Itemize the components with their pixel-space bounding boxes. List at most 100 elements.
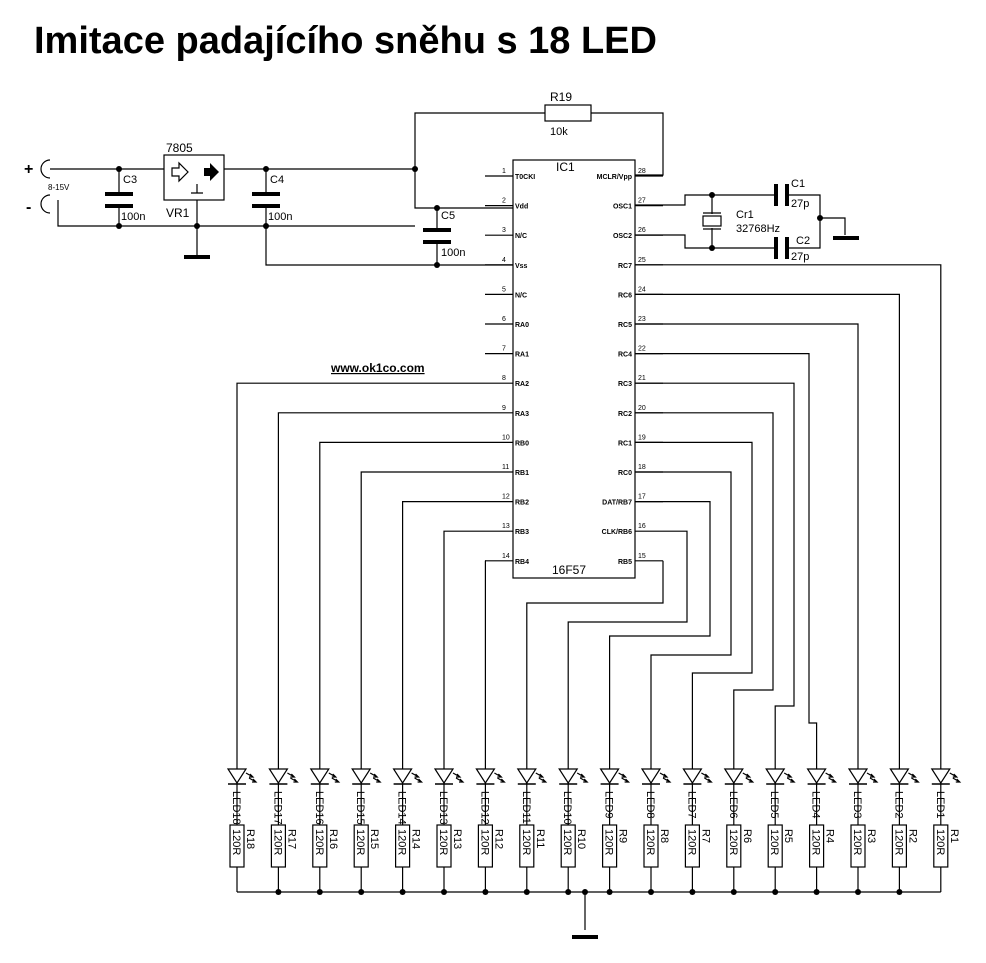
- led-label: LED1: [934, 791, 946, 819]
- website-label: www.ok1co.com: [330, 361, 425, 375]
- led-led1: LED1: [930, 765, 962, 825]
- c3-value: 100n: [121, 211, 145, 223]
- ic-pin-name: Vss: [515, 263, 528, 270]
- led-label: LED10: [561, 791, 573, 825]
- ic-pin-number: 25: [638, 257, 646, 264]
- ic-pin-name: RC5: [618, 322, 632, 329]
- ic-pin-name: RC4: [618, 352, 632, 359]
- regulator-part: 7805: [166, 141, 193, 155]
- led-label: LED7: [685, 791, 697, 819]
- led-label: LED2: [892, 791, 904, 819]
- ic-pin-number: 6: [502, 316, 506, 323]
- resistor-value: 120R: [478, 829, 490, 855]
- ic-pin-name: RB4: [515, 559, 529, 566]
- ic-pin-name: N/C: [515, 233, 527, 240]
- ic-pin-name: RC3: [618, 381, 632, 388]
- ic-pin-number: 18: [638, 464, 646, 471]
- resistor-value: 120R: [934, 829, 946, 855]
- ic-pin-name: N/C: [515, 292, 527, 299]
- crystal-value: 32768Hz: [736, 223, 780, 235]
- supply-plus-label: +: [24, 161, 33, 178]
- resistor-label: R18: [244, 829, 256, 849]
- led-led16: LED16: [309, 765, 341, 825]
- ic-pin-name: OSC2: [613, 233, 632, 240]
- ic-pin-name: RB1: [515, 470, 529, 477]
- ic-pin-name: RA3: [515, 411, 529, 418]
- regulator-out-arrow-icon: [204, 163, 219, 181]
- led-led3: LED3: [847, 765, 879, 825]
- resistor-label: R11: [534, 829, 546, 848]
- ic-pin-number: 23: [638, 316, 646, 323]
- input-jack-minus: [40, 194, 51, 214]
- led-label: LED13: [437, 791, 449, 825]
- led-label: LED18: [230, 791, 242, 825]
- ic-pin-name: RC2: [618, 411, 632, 418]
- ic-pin-name: RB0: [515, 440, 529, 447]
- ic-part: 16F57: [552, 563, 586, 577]
- ic-pin-number: 5: [502, 286, 506, 293]
- ic-pin-name: RB2: [515, 500, 529, 507]
- resistor-label: R1: [948, 829, 960, 843]
- resistor-value: 120R: [396, 829, 408, 855]
- led-led14: LED14: [392, 765, 424, 825]
- ic-pin-number: 16: [638, 523, 646, 530]
- resistor-value: 120R: [727, 829, 739, 855]
- led-led8: LED8: [640, 765, 672, 825]
- resistor-value: 120R: [685, 829, 697, 855]
- resistor-value: 120R: [892, 829, 904, 855]
- resistor-value: 120R: [810, 829, 822, 855]
- ic-pin-number: 17: [638, 494, 646, 501]
- led-led6: LED6: [723, 765, 755, 825]
- resistor-value: 120R: [851, 829, 863, 855]
- resistor-label: R16: [327, 829, 339, 849]
- led-label: LED16: [313, 791, 325, 825]
- led-led12: LED12: [475, 765, 506, 825]
- resistor-label: R6: [741, 829, 753, 843]
- ic-pin-number: 14: [502, 553, 510, 560]
- resistor-label: R4: [824, 829, 836, 843]
- resistor-label: R17: [285, 829, 297, 849]
- crystal-ref: Cr1: [736, 209, 754, 221]
- resistor-label: R15: [368, 829, 380, 849]
- ic-pin-number: 12: [502, 494, 510, 501]
- led-led5: LED5: [765, 765, 796, 825]
- resistor-label: R5: [782, 829, 794, 843]
- c1-ref: C1: [791, 178, 805, 190]
- ic-pin-name: RC1: [618, 440, 632, 447]
- regulator-in-arrow-icon: [171, 161, 189, 183]
- r19-value: 10k: [550, 126, 568, 138]
- ic-pin-number: 13: [502, 523, 510, 530]
- ic-pin-name: Vdd: [515, 204, 528, 211]
- led-label: LED8: [644, 791, 656, 819]
- junction-dots: [116, 166, 903, 895]
- c2-value: 27p: [791, 251, 809, 263]
- ic-left-pins: 1T0CKI2Vdd3N/C4Vss5N/C6RA07RA18RA29RA310…: [485, 168, 535, 566]
- led-led7: LED7: [682, 765, 713, 825]
- c4-ref: C4: [270, 174, 284, 186]
- led-led2: LED2: [889, 765, 920, 825]
- ic-pin-number: 11: [502, 464, 509, 471]
- ic-pin-name: RA0: [515, 322, 529, 329]
- led-led13: LED13: [433, 765, 465, 825]
- ic-right-pins: 28MCLR/Vpp27OSC126OSC225RC724RC623RC522R…: [597, 168, 663, 566]
- c1-value: 27p: [791, 198, 809, 210]
- ic-pin-number: 2: [502, 198, 506, 205]
- ic-pin-name: RC6: [618, 292, 632, 299]
- input-jack-plus: [40, 159, 51, 179]
- r19-ref: R19: [550, 90, 572, 104]
- resistor-value: 120R: [644, 829, 656, 855]
- led-label: LED3: [851, 791, 863, 819]
- crystal-cr1: [702, 215, 722, 227]
- c2-ref: C2: [796, 235, 810, 247]
